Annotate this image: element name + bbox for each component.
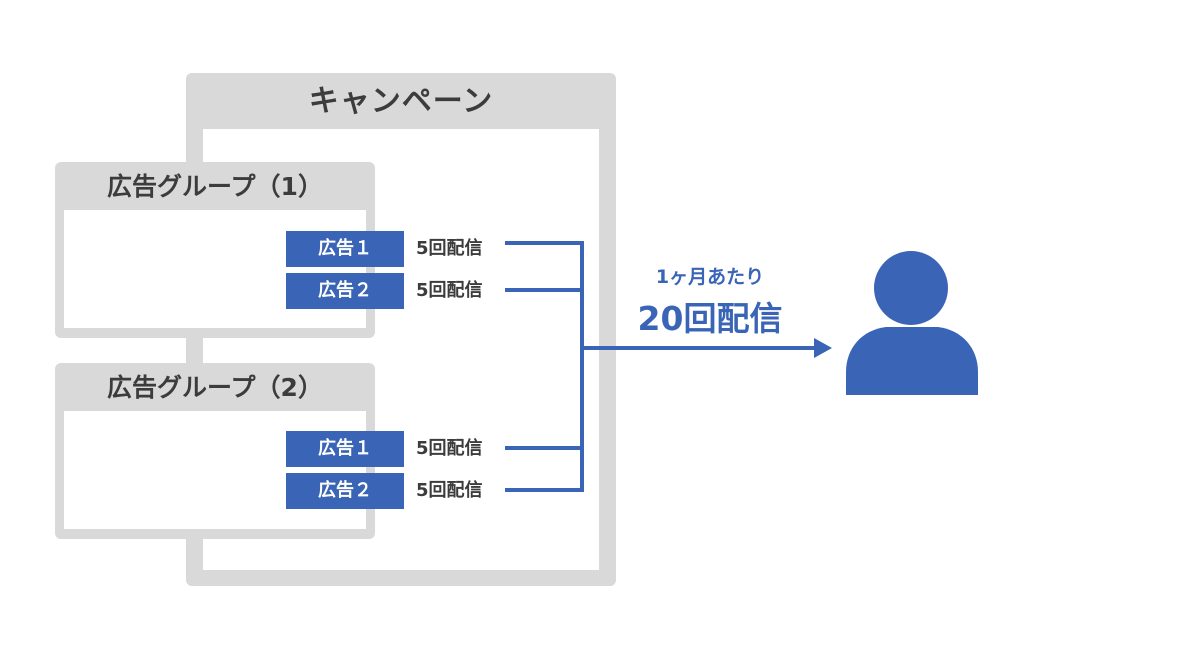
ad-delivery-count: 5回配信 [416, 438, 483, 459]
ad-badge: 広告１ [286, 431, 404, 467]
campaign-title: キャンペーン [308, 84, 494, 119]
ad-group-title: 広告グループ（1） [107, 172, 323, 201]
arrow-right-icon [814, 338, 832, 358]
ad-delivery-count: 5回配信 [416, 280, 483, 301]
ad-group-body [64, 411, 366, 529]
ad-group-2: 広告グループ（2） [55, 363, 375, 539]
person-icon [846, 251, 978, 395]
ad-group-title: 広告グループ（2） [107, 373, 323, 402]
ad-delivery-count: 5回配信 [416, 480, 483, 501]
delivery-period: 1ヶ月あたり [655, 266, 765, 288]
delivery-total: 20回配信 [637, 299, 783, 338]
ad-badge: 広告２ [286, 473, 404, 509]
ad-badge: 広告１ [286, 231, 404, 267]
ad-delivery-count: 5回配信 [416, 238, 483, 259]
ad-badge: 広告２ [286, 273, 404, 309]
